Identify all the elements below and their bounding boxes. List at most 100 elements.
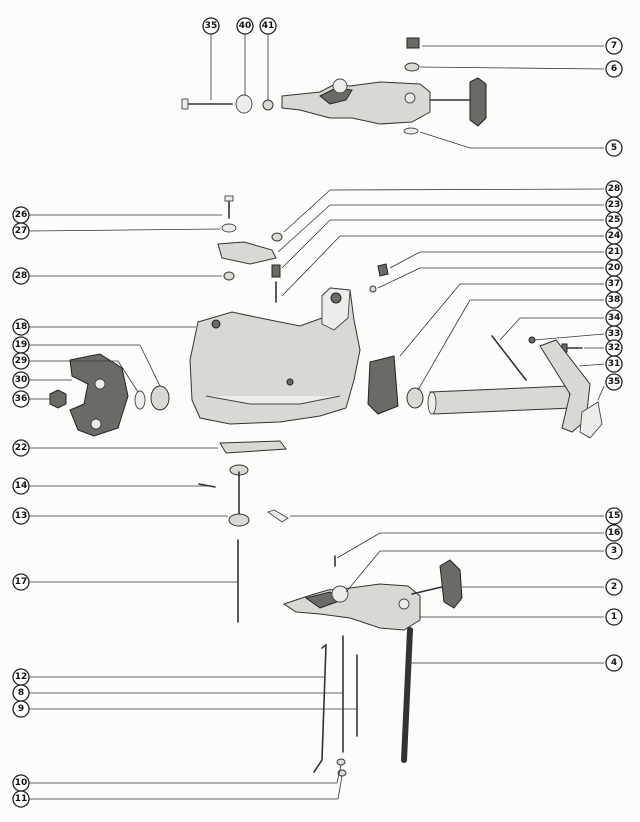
svg-text:34: 34 — [608, 313, 621, 323]
callout-28-left: 28 — [12, 267, 30, 285]
callout-5: 5 — [605, 139, 623, 157]
callout-4: 4 — [605, 654, 623, 672]
tilt-tube-part — [427, 385, 573, 415]
callout-35-right: 35 — [605, 373, 623, 391]
callout-23: 23 — [605, 196, 623, 214]
svg-text:26: 26 — [15, 210, 28, 220]
svg-text:28: 28 — [608, 184, 621, 194]
svg-text:35: 35 — [608, 377, 621, 387]
callout-32: 32 — [605, 339, 623, 357]
svg-text:17: 17 — [15, 577, 28, 587]
svg-text:38: 38 — [608, 295, 621, 305]
o-ring-part — [403, 127, 419, 135]
callout-18: 18 — [12, 318, 30, 336]
svg-text:11: 11 — [15, 794, 28, 804]
svg-text:21: 21 — [608, 247, 621, 257]
leader-lines — [28, 34, 605, 800]
callout-7: 7 — [605, 37, 623, 55]
callout-29: 29 — [12, 352, 30, 370]
plate-part — [217, 241, 277, 265]
svg-text:32: 32 — [608, 343, 621, 353]
svg-text:30: 30 — [15, 375, 28, 385]
svg-text:10: 10 — [15, 778, 28, 788]
svg-text:33: 33 — [608, 329, 621, 339]
cap-part — [406, 37, 420, 49]
gasket-part — [219, 440, 287, 454]
callout-8: 8 — [12, 684, 30, 702]
callout-24: 24 — [605, 227, 623, 245]
callout-40: 40 — [236, 17, 254, 35]
svg-text:12: 12 — [15, 672, 28, 682]
callout-14: 14 — [12, 477, 30, 495]
svg-text:29: 29 — [15, 356, 28, 366]
callout-9: 9 — [12, 700, 30, 718]
callout-20: 20 — [605, 259, 623, 277]
callout-36: 36 — [12, 390, 30, 408]
callout-22: 22 — [12, 439, 30, 457]
callout-28-right: 28 — [605, 180, 623, 198]
svg-text:4: 4 — [611, 658, 617, 668]
svg-text:41: 41 — [262, 21, 275, 31]
callout-37: 37 — [605, 275, 623, 293]
callout-41: 41 — [259, 17, 277, 35]
callout-3: 3 — [605, 542, 623, 560]
washer-38-part — [406, 387, 424, 409]
callout-19: 19 — [12, 336, 30, 354]
svg-text:6: 6 — [611, 64, 617, 74]
svg-text:16: 16 — [608, 528, 621, 538]
rod-12-part — [313, 643, 327, 773]
svg-text:18: 18 — [15, 322, 28, 332]
small-ball-part — [369, 285, 377, 293]
top-screw-handle-part — [429, 77, 487, 127]
svg-text:22: 22 — [15, 443, 28, 453]
callout-30: 30 — [12, 371, 30, 389]
callout-12: 12 — [12, 668, 30, 686]
callout-2: 2 — [605, 578, 623, 596]
lower-screw-handle-part — [411, 559, 463, 609]
svg-text:13: 13 — [15, 511, 28, 521]
pin-34-part — [491, 335, 527, 381]
spacer-part — [271, 264, 281, 278]
left-nut-part — [223, 271, 235, 281]
callout-21: 21 — [605, 243, 623, 261]
svg-text:3: 3 — [611, 546, 617, 556]
svg-text:14: 14 — [15, 481, 28, 491]
callout-38: 38 — [605, 291, 623, 309]
bushing-37-part — [367, 355, 399, 415]
svg-text:27: 27 — [15, 226, 28, 236]
callout-16: 16 — [605, 524, 623, 542]
left-bushing-part — [150, 385, 170, 411]
callout-25: 25 — [605, 211, 623, 229]
lever-31-part — [539, 339, 591, 433]
middle-washer-part — [221, 223, 237, 233]
svg-text:28: 28 — [15, 271, 28, 281]
svg-text:36: 36 — [15, 394, 28, 404]
lower-clamp-bracket-part — [282, 583, 421, 631]
fitting-part — [377, 263, 389, 277]
top-washer-part — [235, 94, 253, 114]
top-clamp-bracket-part — [281, 78, 431, 125]
right-nut-part — [271, 232, 283, 242]
top-bolt-part — [181, 98, 233, 110]
svg-text:35: 35 — [205, 21, 218, 31]
svg-text:5: 5 — [611, 143, 617, 153]
callout-35-top: 35 — [202, 17, 220, 35]
callout-11: 11 — [12, 790, 30, 808]
tube-4-part — [401, 627, 413, 763]
callout-6: 6 — [605, 60, 623, 78]
callout-26: 26 — [12, 206, 30, 224]
screw-32-part — [561, 343, 583, 353]
left-clamp-part — [69, 353, 129, 437]
svg-text:2: 2 — [611, 582, 617, 592]
nut-10-part — [336, 758, 346, 766]
swivel-bracket-part — [189, 287, 361, 425]
svg-text:25: 25 — [608, 215, 621, 225]
clip-35-part — [579, 401, 603, 439]
callout-31: 31 — [605, 355, 623, 373]
middle-screw-part — [224, 195, 234, 219]
svg-text:20: 20 — [608, 263, 621, 273]
spring-15-part — [267, 509, 289, 523]
svg-text:19: 19 — [15, 340, 28, 350]
small-nut-part — [404, 62, 420, 72]
